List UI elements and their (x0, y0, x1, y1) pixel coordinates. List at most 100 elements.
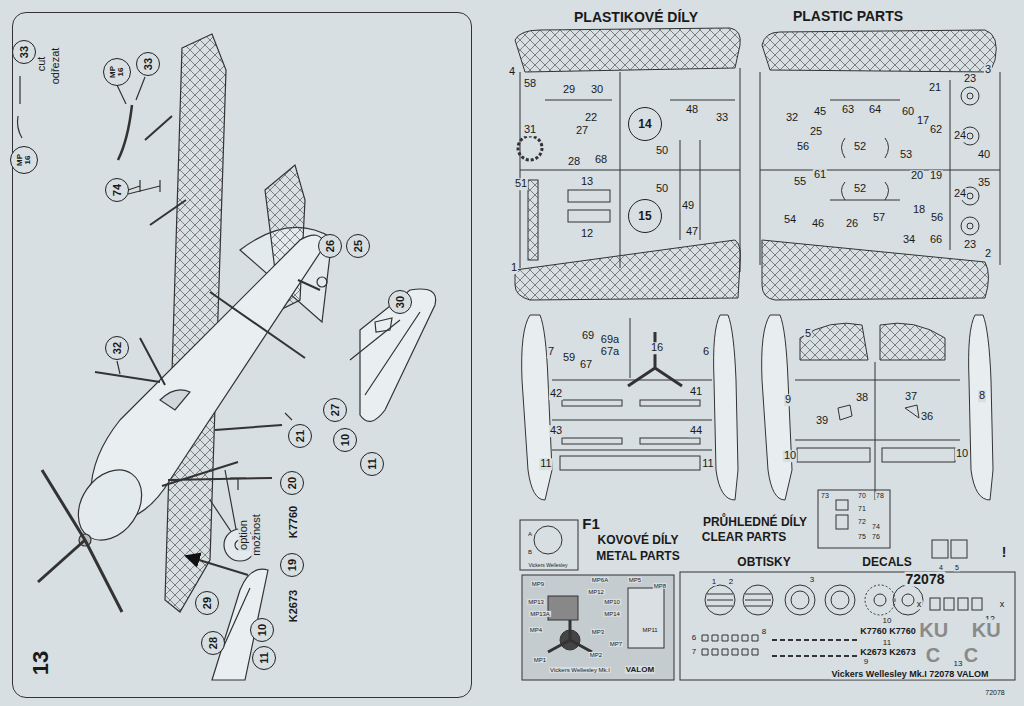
part-label: 7 (691, 648, 697, 656)
part-label: 74 (871, 523, 881, 530)
part-label: 54 (783, 214, 797, 226)
part-label: 6 (702, 346, 710, 358)
part-label: 68 (594, 154, 608, 166)
callout-text: 32 (111, 341, 122, 353)
callout-number: 11 (252, 646, 276, 670)
sprue-drawing (967, 93, 973, 99)
callout-number: 27 (323, 398, 347, 422)
part-label: x (916, 600, 923, 609)
part-label: 10 (783, 450, 797, 462)
callout-text: MP 16 (109, 65, 125, 79)
part-label: 59 (562, 352, 576, 364)
part-label: 69 (581, 330, 595, 342)
part-label: 12 (580, 228, 594, 240)
part-label: Vickers Wellesley Mk.I 72078 VALOM (830, 670, 989, 679)
part-label: 1 (711, 578, 717, 586)
part-label: 56 (796, 141, 810, 153)
callout-number: 21 (288, 424, 312, 448)
sprue-drawing (552, 318, 712, 450)
sprue-drawing (640, 400, 700, 406)
part-label: 26 (845, 218, 859, 230)
part-label: 22 (584, 112, 598, 124)
part-label: MP6A (591, 577, 609, 583)
part-label: PLASTIC PARTS (792, 9, 904, 24)
sprue-drawing (705, 585, 735, 615)
sprue-drawing (874, 594, 886, 606)
sprue-drawing (560, 456, 700, 470)
part-label: 27 (575, 125, 589, 137)
part-label: MP2 (589, 652, 603, 658)
part-label: 29 (562, 84, 576, 96)
part-label: 61 (813, 169, 827, 181)
part-label: A (527, 531, 533, 537)
part-label: 66 (929, 234, 943, 246)
part-label: 64 (868, 104, 882, 116)
part-label: 32 (785, 112, 799, 124)
part-label: 45 (813, 106, 827, 118)
callout-text: 15 (638, 210, 651, 222)
part-label: F1 (581, 516, 601, 532)
part-label: 9 (863, 658, 869, 666)
callout-text: 10 (256, 623, 267, 635)
sprue-drawing (893, 585, 923, 615)
part-label: 49 (681, 200, 695, 212)
part-label: Vickers Wellesley (528, 563, 569, 568)
part-label: 67 (579, 359, 593, 371)
sprue-drawing (838, 405, 919, 420)
part-label: 52 (853, 141, 867, 153)
part-label: 20 (910, 170, 924, 182)
part-label: 56 (930, 212, 944, 224)
sprue-drawing (772, 640, 860, 656)
callout-text: 10 (339, 433, 350, 445)
sprue-drawing (932, 540, 948, 558)
sprue-drawing (836, 515, 848, 529)
sprue-drawing (528, 180, 538, 260)
part-label: 33 (715, 112, 729, 124)
part-label: KOVOVÉ DÍLY (597, 534, 680, 547)
part-label: MP3 (591, 629, 605, 635)
callout-text: 20 (286, 476, 297, 488)
part-label: 50 (655, 145, 669, 157)
part-label: 75 (857, 533, 867, 540)
sprue-drawing (972, 598, 982, 610)
sprue-drawing (836, 500, 848, 510)
sprue-drawing (628, 588, 664, 648)
sprue-drawing (548, 596, 578, 620)
sprue-drawing (515, 28, 740, 72)
part-label: K2673 (288, 589, 300, 623)
callout-number: 19 (280, 553, 304, 577)
sprue-drawing (831, 591, 849, 609)
aircraft-drawing (317, 277, 327, 287)
part-label: 47 (685, 226, 699, 238)
part-label: 71 (857, 505, 867, 512)
part-label: 78 (875, 492, 885, 499)
sprue-drawing (967, 223, 973, 229)
sprue-drawing (680, 572, 1015, 680)
callout-text: 11 (366, 458, 377, 470)
callout-number: 74 (105, 178, 129, 202)
part-label: 24 (953, 188, 967, 200)
aircraft-drawing (117, 361, 120, 374)
sprue-drawing (967, 133, 973, 139)
part-label: METAL PARTS (595, 550, 680, 563)
part-label: 34 (902, 234, 916, 246)
part-label: 72 (857, 518, 867, 525)
aircraft-drawing (95, 372, 160, 382)
part-label: 2 (728, 578, 734, 586)
aircraft-drawing (140, 116, 320, 575)
part-label: K7760 (288, 505, 300, 539)
part-label: 62 (929, 124, 943, 136)
sprue-drawing (902, 594, 914, 606)
sprue-drawing (628, 332, 682, 386)
callout-text: 30 (394, 295, 405, 307)
part-label: DECALS (861, 556, 912, 569)
part-label: 44 (689, 425, 703, 437)
part-label: 42 (549, 388, 563, 400)
callout-number: 33 (136, 52, 160, 76)
callout-text: 21 (294, 429, 305, 441)
part-label: 11 (882, 639, 892, 647)
part-label: 13 (953, 660, 964, 668)
sprue-drawing (714, 315, 738, 500)
part-label: K2673 K2673 (859, 648, 917, 657)
